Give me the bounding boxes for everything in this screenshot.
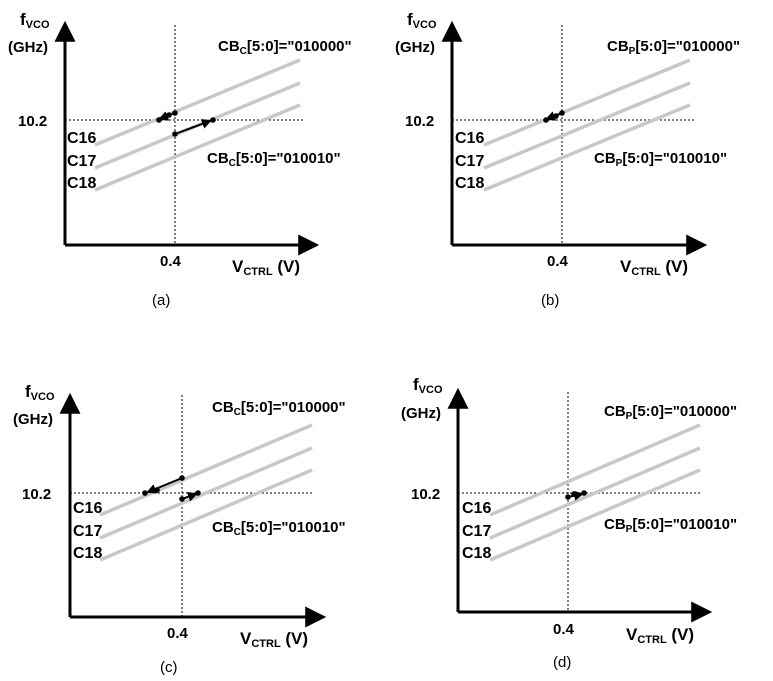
- curve-c16: [489, 423, 701, 517]
- curve-c17: [99, 446, 313, 540]
- top-code-label: CBC[5:0]="010000": [218, 38, 352, 57]
- y-tick: 10.2: [411, 486, 440, 503]
- y-axis-unit: (GHz): [395, 39, 435, 56]
- y-axis-label: fVCO: [25, 382, 55, 403]
- curve-label-c18: C18: [462, 545, 491, 562]
- panel-d: fVCO (GHz) 10.2 0.4 VCTRL (V) C16 C17 C1…: [401, 375, 737, 671]
- top-code-label: CBP[5:0]="010000": [607, 38, 740, 57]
- curve-c18: [99, 468, 313, 562]
- x-axis-label: VCTRL (V): [620, 257, 688, 278]
- y-tick: 10.2: [22, 486, 51, 503]
- bottom-code-label: CBP[5:0]="010010": [594, 150, 727, 169]
- panel-b: fVCO (GHz) 10.2 0.4 VCTRL (V) C16 C17 C1…: [395, 10, 740, 309]
- top-code-label: CBP[5:0]="010000": [604, 403, 737, 422]
- marker-dot: [166, 112, 172, 118]
- curve-c16: [99, 423, 313, 517]
- y-axis-label: fVCO: [20, 10, 50, 31]
- curve-label-c17: C17: [455, 153, 484, 170]
- curve-label-c16: C16: [455, 130, 484, 147]
- y-axis-label: fVCO: [413, 375, 443, 396]
- curve-label-c16: C16: [67, 130, 96, 147]
- curve-label-c17: C17: [462, 523, 491, 540]
- curve-label-c18: C18: [73, 545, 102, 562]
- marker-dot: [571, 491, 577, 497]
- marker-dot: [565, 494, 571, 500]
- arrow-right: [174, 119, 212, 135]
- x-axis-label: VCTRL (V): [626, 625, 694, 646]
- y-axis-unit: (GHz): [13, 411, 53, 428]
- y-axis-unit: (GHz): [8, 39, 48, 56]
- bottom-code-label: CBC[5:0]="010010": [207, 150, 341, 169]
- marker-dot: [142, 490, 148, 496]
- marker-dot: [553, 113, 559, 119]
- curve-c17: [489, 446, 701, 540]
- x-axis-label: VCTRL (V): [232, 257, 300, 278]
- panel-caption: (d): [553, 654, 571, 671]
- panel-a: fVCO (GHz) 10.2 0.4 VCTRL (V) C16 C17 C1…: [8, 10, 352, 309]
- marker-dot: [154, 487, 160, 493]
- y-tick: 10.2: [405, 113, 434, 130]
- curve-label-c16: C16: [73, 500, 102, 517]
- curve-c18: [94, 103, 301, 192]
- curve-c17: [483, 81, 691, 170]
- bottom-code-label: CBC[5:0]="010010": [212, 519, 346, 538]
- curve-label-c18: C18: [455, 175, 484, 192]
- curve-label-c16: C16: [462, 500, 491, 517]
- curve-label-c18: C18: [67, 175, 96, 192]
- marker-dot: [581, 490, 587, 496]
- x-tick: 0.4: [160, 253, 182, 270]
- panel-caption: (b): [541, 292, 559, 309]
- marker-dot: [179, 496, 185, 502]
- marker-dot: [559, 110, 565, 116]
- curve-c16: [94, 58, 301, 147]
- panel-caption: (a): [152, 292, 170, 309]
- bottom-code-label: CBP[5:0]="010010": [604, 516, 737, 535]
- y-tick: 10.2: [18, 113, 47, 130]
- marker-dot: [172, 131, 178, 137]
- marker-dot: [543, 117, 549, 123]
- curve-label-c17: C17: [73, 523, 102, 540]
- panel-c: fVCO (GHz) 10.2 0.4 VCTRL (V) C16 C17 C1…: [13, 382, 346, 676]
- marker-dot: [179, 475, 185, 481]
- marker-dot: [156, 117, 162, 123]
- curve-c18: [489, 468, 701, 562]
- arrow-left: [146, 477, 183, 494]
- marker-dot: [210, 117, 216, 123]
- marker-dot: [195, 490, 201, 496]
- curve-c18: [483, 103, 691, 192]
- x-tick: 0.4: [547, 253, 569, 270]
- top-code-label: CBC[5:0]="010000": [212, 399, 346, 418]
- y-axis-unit: (GHz): [401, 405, 441, 422]
- curve-label-c17: C17: [67, 153, 96, 170]
- x-axis-label: VCTRL (V): [240, 629, 308, 650]
- x-tick: 0.4: [553, 621, 575, 638]
- y-axis-label: fVCO: [407, 10, 437, 31]
- marker-dot: [172, 110, 178, 116]
- x-tick: 0.4: [167, 625, 189, 642]
- curve-c16: [483, 58, 691, 147]
- panel-caption: (c): [160, 659, 178, 676]
